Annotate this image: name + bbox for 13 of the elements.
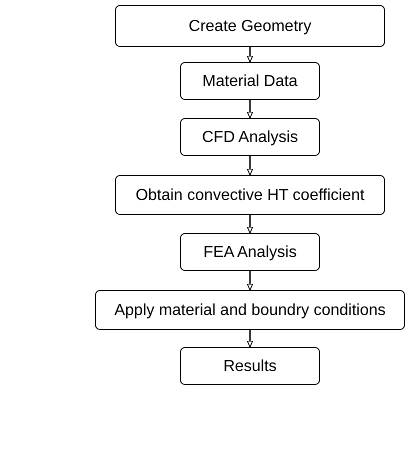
process-box: Material Data [180,62,320,100]
arrow [246,156,254,176]
process-box: Create Geometry [115,5,385,47]
arrow [246,100,254,118]
process-box: CFD Analysis [180,118,320,156]
process-box: Obtain convective HT coefficient [115,175,385,215]
process-box: Results [180,347,320,385]
arrow [246,330,254,348]
process-box: Apply material and boundry conditions [95,290,405,330]
arrow [246,47,254,62]
process-box: FEA Analysis [180,233,320,271]
arrow [246,271,254,290]
arrow [246,215,254,234]
